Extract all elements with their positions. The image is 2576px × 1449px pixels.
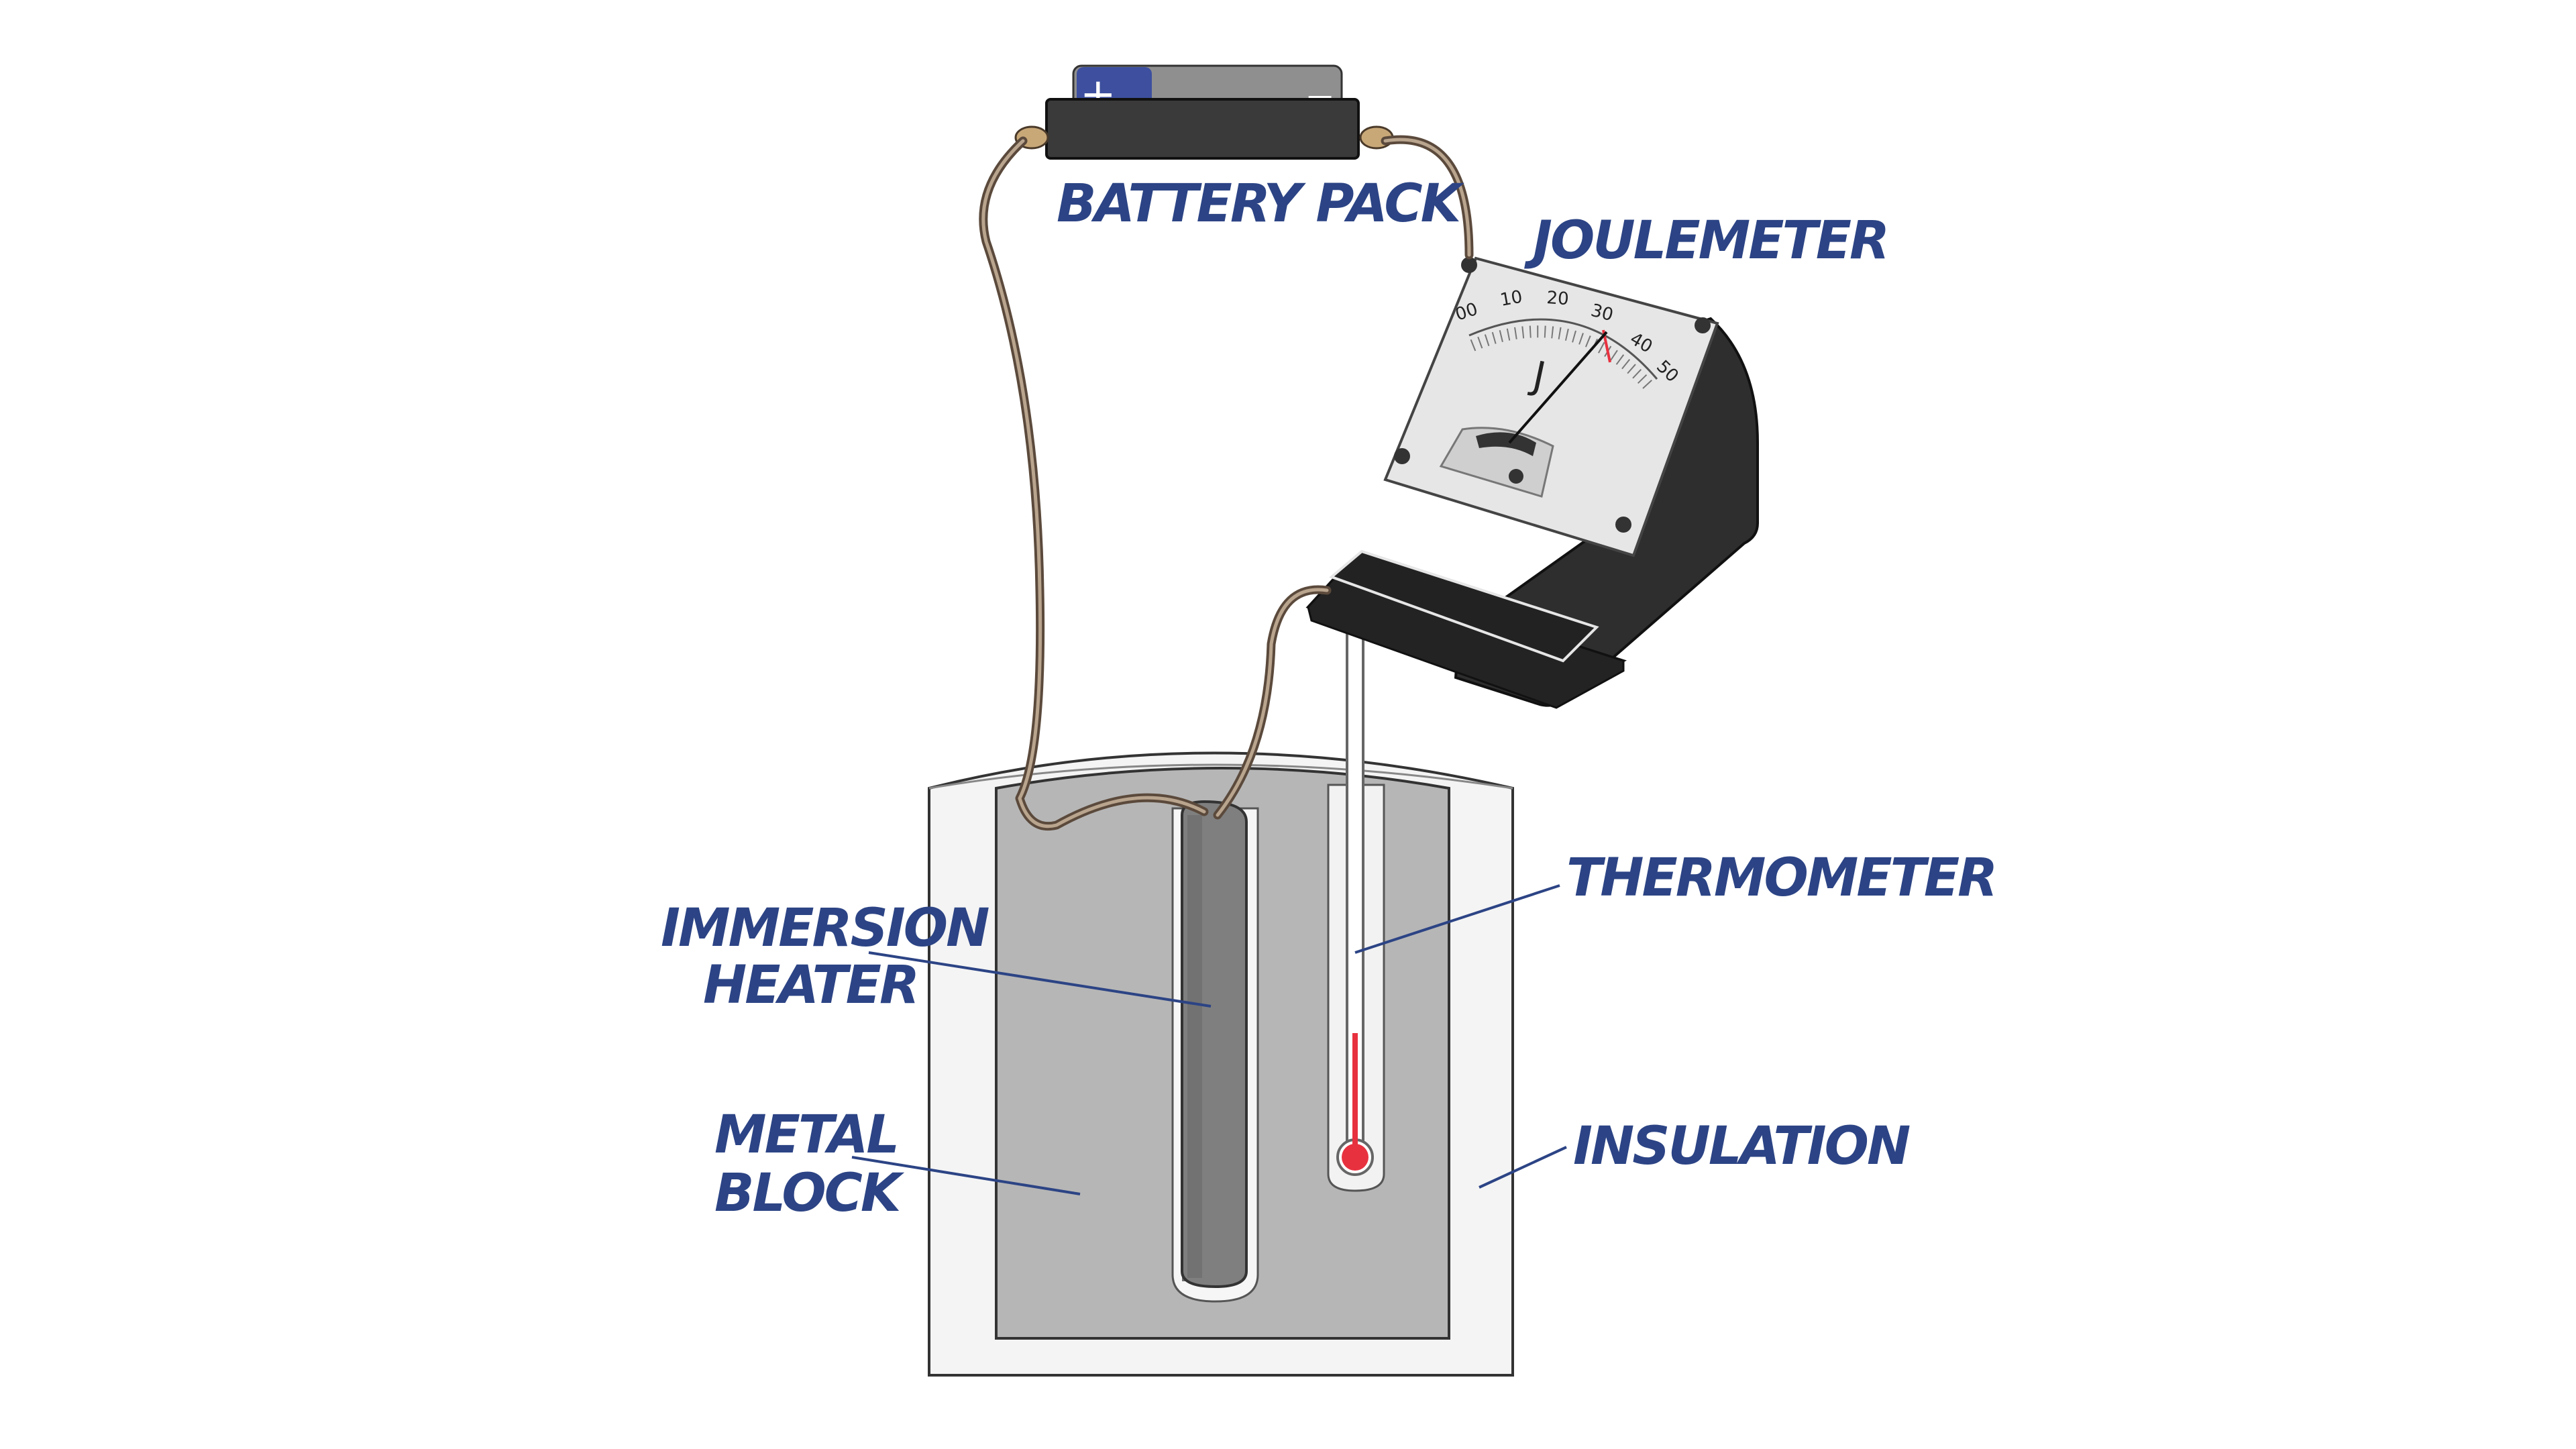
immersion-heater	[1171, 800, 1259, 1303]
label-thermometer: THERMOMETER	[1566, 848, 1996, 908]
leader-thermometer	[1354, 884, 1560, 954]
thermometer	[1327, 606, 1385, 1192]
joulemeter-needle	[1508, 331, 1608, 444]
leader-heater	[868, 951, 1212, 1008]
label-immersion-heater-line2: HEATER	[703, 955, 918, 1016]
label-immersion-heater-line1: IMMERSION	[661, 898, 989, 959]
leader-insulation	[1479, 1146, 1567, 1189]
scale-label-20: 20	[1546, 288, 1570, 309]
label-joulemeter: JOULEMETER	[1524, 211, 1888, 271]
leader-metal-block	[851, 1156, 1081, 1195]
circuit-wires	[979, 135, 1474, 831]
battery-pack: + −	[1014, 64, 1394, 160]
label-metal-block-line2: BLOCK	[714, 1163, 905, 1224]
scale-label-10: 10	[1499, 287, 1524, 311]
label-battery-pack: BATTERY PACK	[1057, 174, 1465, 234]
joulemeter: 00 10 20 30 40 50 J	[1305, 256, 1759, 709]
leader-lines	[851, 884, 1567, 1195]
label-metal-block-line1: METAL	[714, 1105, 898, 1165]
label-insulation: INSULATION	[1573, 1116, 1910, 1177]
